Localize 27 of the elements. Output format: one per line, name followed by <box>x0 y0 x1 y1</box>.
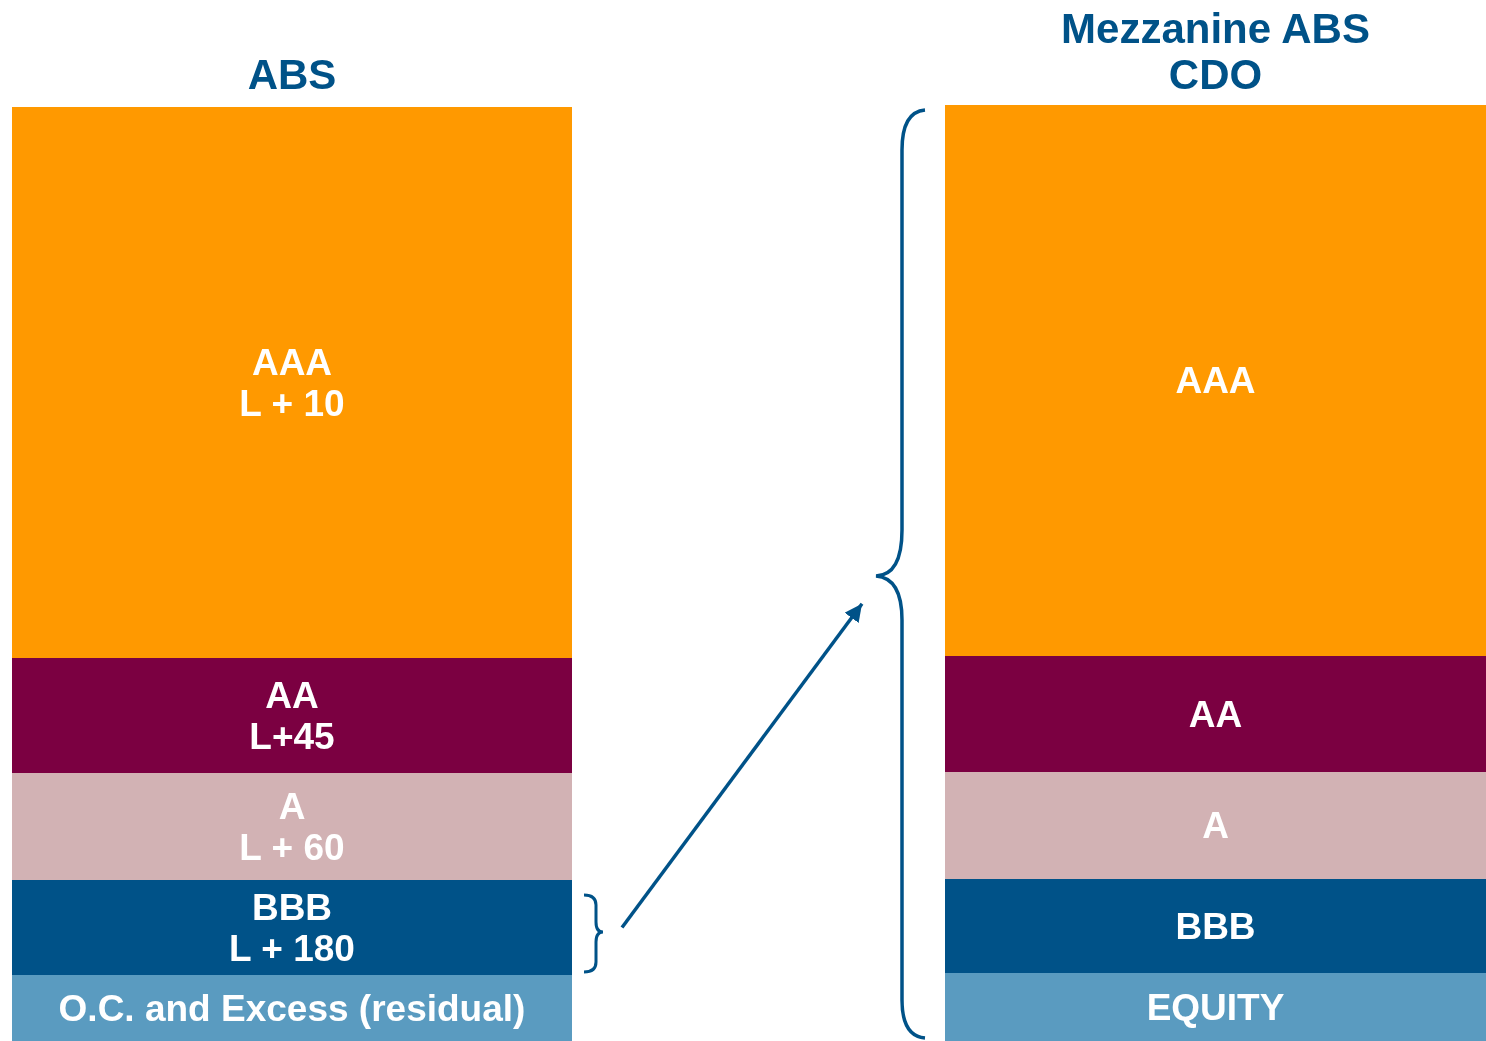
tranche-band <box>945 879 1486 973</box>
rating-label: BBB <box>251 886 333 928</box>
rating-label: O.C. and Excess (residual) <box>58 987 526 1029</box>
tranche-band <box>12 773 572 880</box>
tranche-band <box>945 772 1486 879</box>
tranche-band <box>945 973 1486 1041</box>
tranche-band <box>945 656 1486 772</box>
rating-label: EQUITY <box>1146 986 1285 1028</box>
spread-label: L+45 <box>249 715 335 757</box>
rating-label: AAA <box>251 341 333 383</box>
tranche-band <box>12 975 572 1041</box>
stack-title: Mezzanine ABS CDO <box>1060 6 1371 98</box>
spread-label: L + 180 <box>229 927 355 969</box>
rating-label: AAA <box>1175 360 1256 401</box>
tranche-band <box>12 880 572 975</box>
rating-label: AA <box>265 674 319 716</box>
stack-title: ABS <box>247 52 337 98</box>
tranche-band <box>12 107 572 658</box>
tranche-band <box>12 658 572 773</box>
tranche-band <box>945 105 1486 656</box>
rating-label: AA <box>1188 693 1243 735</box>
rating-label: BBB <box>1175 905 1256 947</box>
spread-label: L + 10 <box>239 382 345 424</box>
arrow <box>620 602 864 929</box>
rating-label: A <box>1202 805 1229 846</box>
spread-label: L + 60 <box>239 826 345 868</box>
rating-label: A <box>278 785 306 827</box>
